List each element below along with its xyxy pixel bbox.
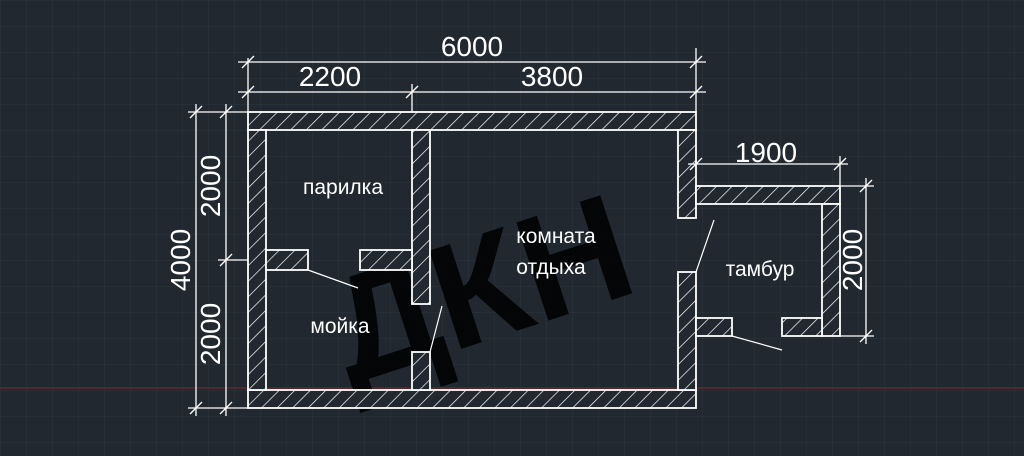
partition-lower — [411, 351, 431, 391]
door-lines — [307, 219, 783, 353]
dim-right-width: 3800 — [521, 61, 583, 92]
dim-upper-height: 2000 — [195, 155, 226, 217]
wall-right-lower — [677, 271, 697, 391]
annex-wall-top — [695, 185, 841, 205]
wall-bottom — [247, 389, 697, 409]
dim-left-width: 2200 — [299, 61, 361, 92]
room-label-lounge-line1: комната — [516, 225, 596, 248]
dim-total-width: 6000 — [441, 31, 503, 62]
walls — [247, 111, 841, 409]
room-label-washroom: мойка — [310, 315, 369, 338]
dimension-lines — [188, 48, 874, 416]
dim-total-height: 4000 — [165, 229, 196, 291]
wall-top — [247, 111, 697, 131]
annex-wall-bottom-left — [695, 317, 733, 337]
room-label-vestibule: тамбур — [726, 258, 795, 281]
room-label-lounge-line2: отдыха — [516, 256, 586, 279]
partition-stub-right — [359, 249, 413, 271]
room-label-steam-room: парилка — [303, 176, 383, 199]
dim-annex-width: 1900 — [735, 137, 797, 168]
dim-lower-height: 2000 — [195, 303, 226, 365]
partition-stub-left — [265, 249, 309, 271]
annex-wall-right — [821, 203, 841, 337]
annex-wall-bottom-right — [781, 317, 823, 337]
wall-left — [247, 129, 267, 391]
partition-upper — [411, 129, 431, 305]
wall-right-upper — [677, 129, 697, 219]
dim-annex-height: 2000 — [837, 229, 868, 291]
